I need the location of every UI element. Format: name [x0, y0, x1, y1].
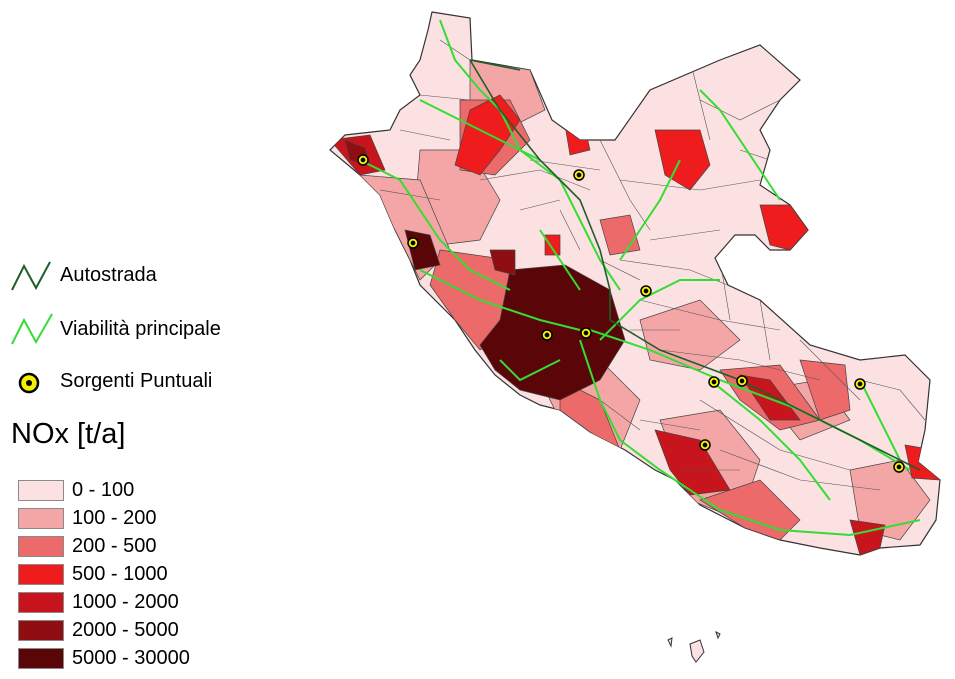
point-source — [640, 285, 652, 297]
legend-class-swatch — [18, 592, 64, 613]
legend-class-swatch — [18, 620, 64, 641]
point-source-icon — [18, 372, 40, 394]
motorways — [469, 59, 921, 471]
point-source — [893, 461, 905, 473]
point-source — [407, 237, 419, 249]
legend-autostrada: Autostrada — [10, 258, 350, 298]
lazio-region — [329, 11, 941, 556]
point-source — [708, 376, 720, 388]
legend-class-swatch — [18, 564, 64, 585]
main-roads — [359, 19, 921, 537]
legend-class-label: 200 - 500 — [72, 535, 157, 557]
point-source — [573, 169, 585, 181]
point-source — [541, 329, 553, 341]
zigzag-line-icon — [11, 313, 53, 345]
point-source — [854, 378, 866, 390]
legend-viabilita-label: Viabilità principale — [60, 318, 221, 340]
point-source — [357, 154, 369, 166]
point-source — [580, 327, 592, 339]
point-source — [736, 375, 748, 387]
legend-class-swatch — [18, 508, 64, 529]
legend-class-swatch — [18, 480, 64, 501]
legend-class-label: 500 - 1000 — [72, 563, 168, 585]
point-source — [699, 439, 711, 451]
legend-class-swatch — [18, 648, 64, 669]
legend-sorgenti: Sorgenti Puntuali — [10, 366, 350, 406]
legend-class-label: 2000 - 5000 — [72, 619, 179, 641]
legend-title: NOx [t/a] — [11, 418, 126, 450]
legend-class-label: 5000 - 30000 — [72, 647, 190, 669]
legend-class-label: 1000 - 2000 — [72, 591, 179, 613]
legend-class-label: 0 - 100 — [72, 479, 135, 501]
ponza-islands — [667, 631, 721, 663]
zigzag-line-icon — [11, 261, 51, 291]
legend-sorgenti-label: Sorgenti Puntuali — [60, 370, 213, 392]
legend-class-label: 100 - 200 — [72, 507, 157, 529]
point-sources — [357, 154, 905, 473]
legend-viabilita: Viabilità principale — [10, 310, 350, 350]
legend-autostrada-label: Autostrada — [60, 264, 157, 286]
legend-class-swatch — [18, 536, 64, 557]
